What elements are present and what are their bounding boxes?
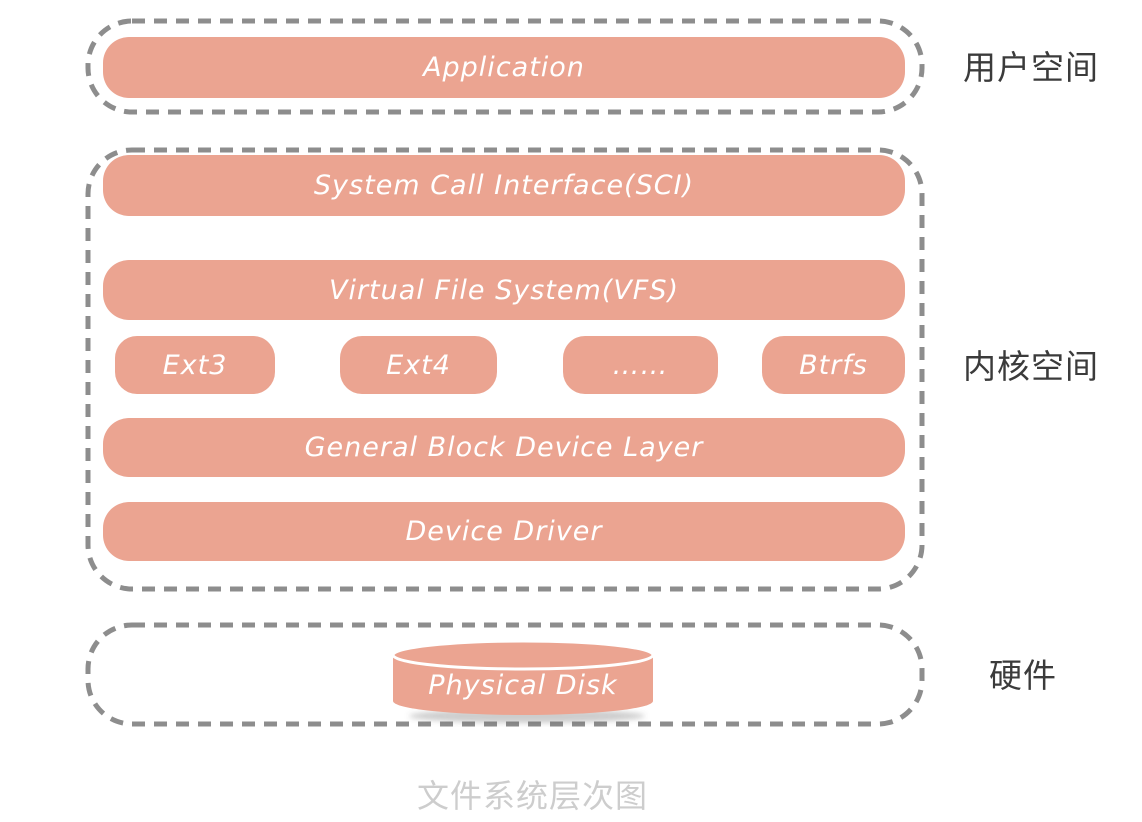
system-call-interface-box: System Call Interface(SCI) bbox=[103, 155, 905, 216]
btrfs-box: Btrfs bbox=[762, 336, 905, 394]
diagram-caption: 文件系统层次图 bbox=[417, 777, 649, 815]
ext3-box: Ext3 bbox=[115, 336, 275, 394]
virtual-file-system-box: Virtual File System(VFS) bbox=[103, 260, 905, 320]
system-call-interface-label: System Call Interface(SCI) bbox=[313, 170, 695, 201]
btrfs-label: Btrfs bbox=[799, 349, 868, 381]
hardware-dashed-border bbox=[85, 622, 925, 727]
other-filesystems-label: …… bbox=[612, 349, 669, 381]
user-space-label: 用户空间 bbox=[963, 48, 1099, 87]
hardware-container: Physical Disk bbox=[85, 622, 925, 727]
user-space-dashed-border bbox=[85, 18, 925, 115]
virtual-file-system-label: Virtual File System(VFS) bbox=[328, 274, 680, 306]
device-driver-label: Device Driver bbox=[405, 516, 603, 547]
physical-disk-cylinder: Physical Disk bbox=[391, 639, 655, 723]
kernel-space-label: 内核空间 bbox=[963, 347, 1099, 386]
application-box: Application bbox=[103, 37, 905, 98]
ext4-label: Ext4 bbox=[386, 349, 451, 381]
device-driver-box: Device Driver bbox=[103, 502, 905, 561]
physical-disk-label: Physical Disk bbox=[428, 670, 618, 701]
application-label: Application bbox=[423, 52, 585, 83]
user-space-container: Application bbox=[85, 18, 925, 115]
general-block-device-layer-box: General Block Device Layer bbox=[103, 418, 905, 477]
hardware-label: 硬件 bbox=[989, 656, 1057, 695]
disk-top-ellipse bbox=[391, 639, 655, 671]
disk-body bbox=[393, 655, 653, 715]
kernel-space-dashed-border bbox=[85, 147, 925, 592]
general-block-device-layer-label: General Block Device Layer bbox=[304, 432, 704, 463]
other-filesystems-box: …… bbox=[563, 336, 718, 394]
ext3-label: Ext3 bbox=[162, 349, 228, 381]
kernel-space-container: System Call Interface(SCI) Virtual File … bbox=[85, 147, 925, 592]
ext4-box: Ext4 bbox=[340, 336, 497, 394]
